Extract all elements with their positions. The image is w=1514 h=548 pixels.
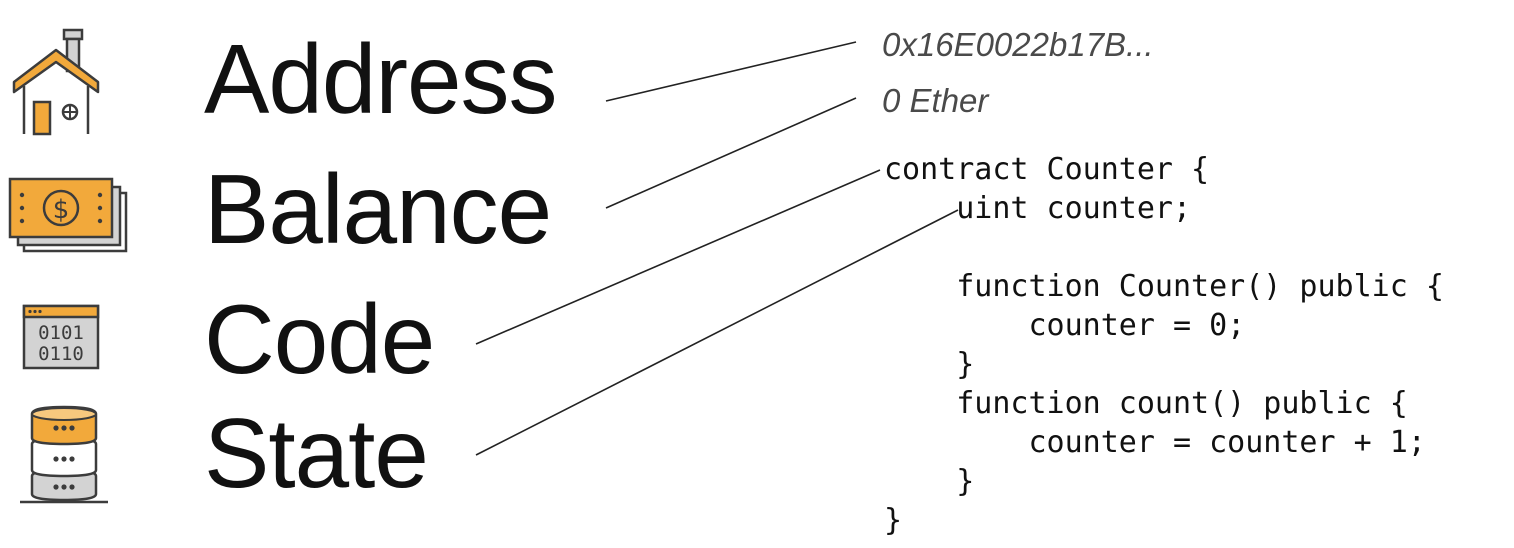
balance-value: 0 Ether	[882, 82, 989, 119]
code-label: Code	[204, 284, 435, 394]
code-line: function count() public {	[884, 386, 1408, 421]
code-line: }	[884, 464, 975, 499]
code-line: counter = counter + 1;	[884, 425, 1426, 460]
address-label: Address	[204, 24, 558, 134]
address-leader-line	[605, 41, 857, 102]
state-leader-line	[475, 209, 959, 456]
address-value: 0x16E0022b17B...	[882, 26, 1154, 63]
balance-label: Balance	[204, 154, 552, 264]
house-icon	[12, 28, 100, 136]
money-stack-icon: $	[8, 177, 128, 253]
database-icon	[20, 405, 108, 504]
code-line: }	[884, 503, 903, 538]
code-line: uint counter;	[884, 191, 1192, 226]
svg-text:0101: 0101	[38, 322, 84, 344]
svg-text:0110: 0110	[38, 343, 84, 365]
binary-window-icon: 0101 0110	[22, 304, 100, 370]
code-line: function Counter() public {	[884, 269, 1444, 304]
svg-text:$: $	[53, 195, 70, 225]
code-leader-line	[475, 169, 881, 345]
code-line: contract Counter {	[884, 152, 1210, 187]
code-line	[884, 228, 1444, 267]
balance-leader-line	[605, 97, 857, 209]
code-line: counter = 0;	[884, 308, 1246, 343]
code-block: contract Counter { uint counter; functio…	[884, 150, 1444, 540]
state-label: State	[204, 398, 429, 508]
code-line: }	[884, 347, 975, 382]
